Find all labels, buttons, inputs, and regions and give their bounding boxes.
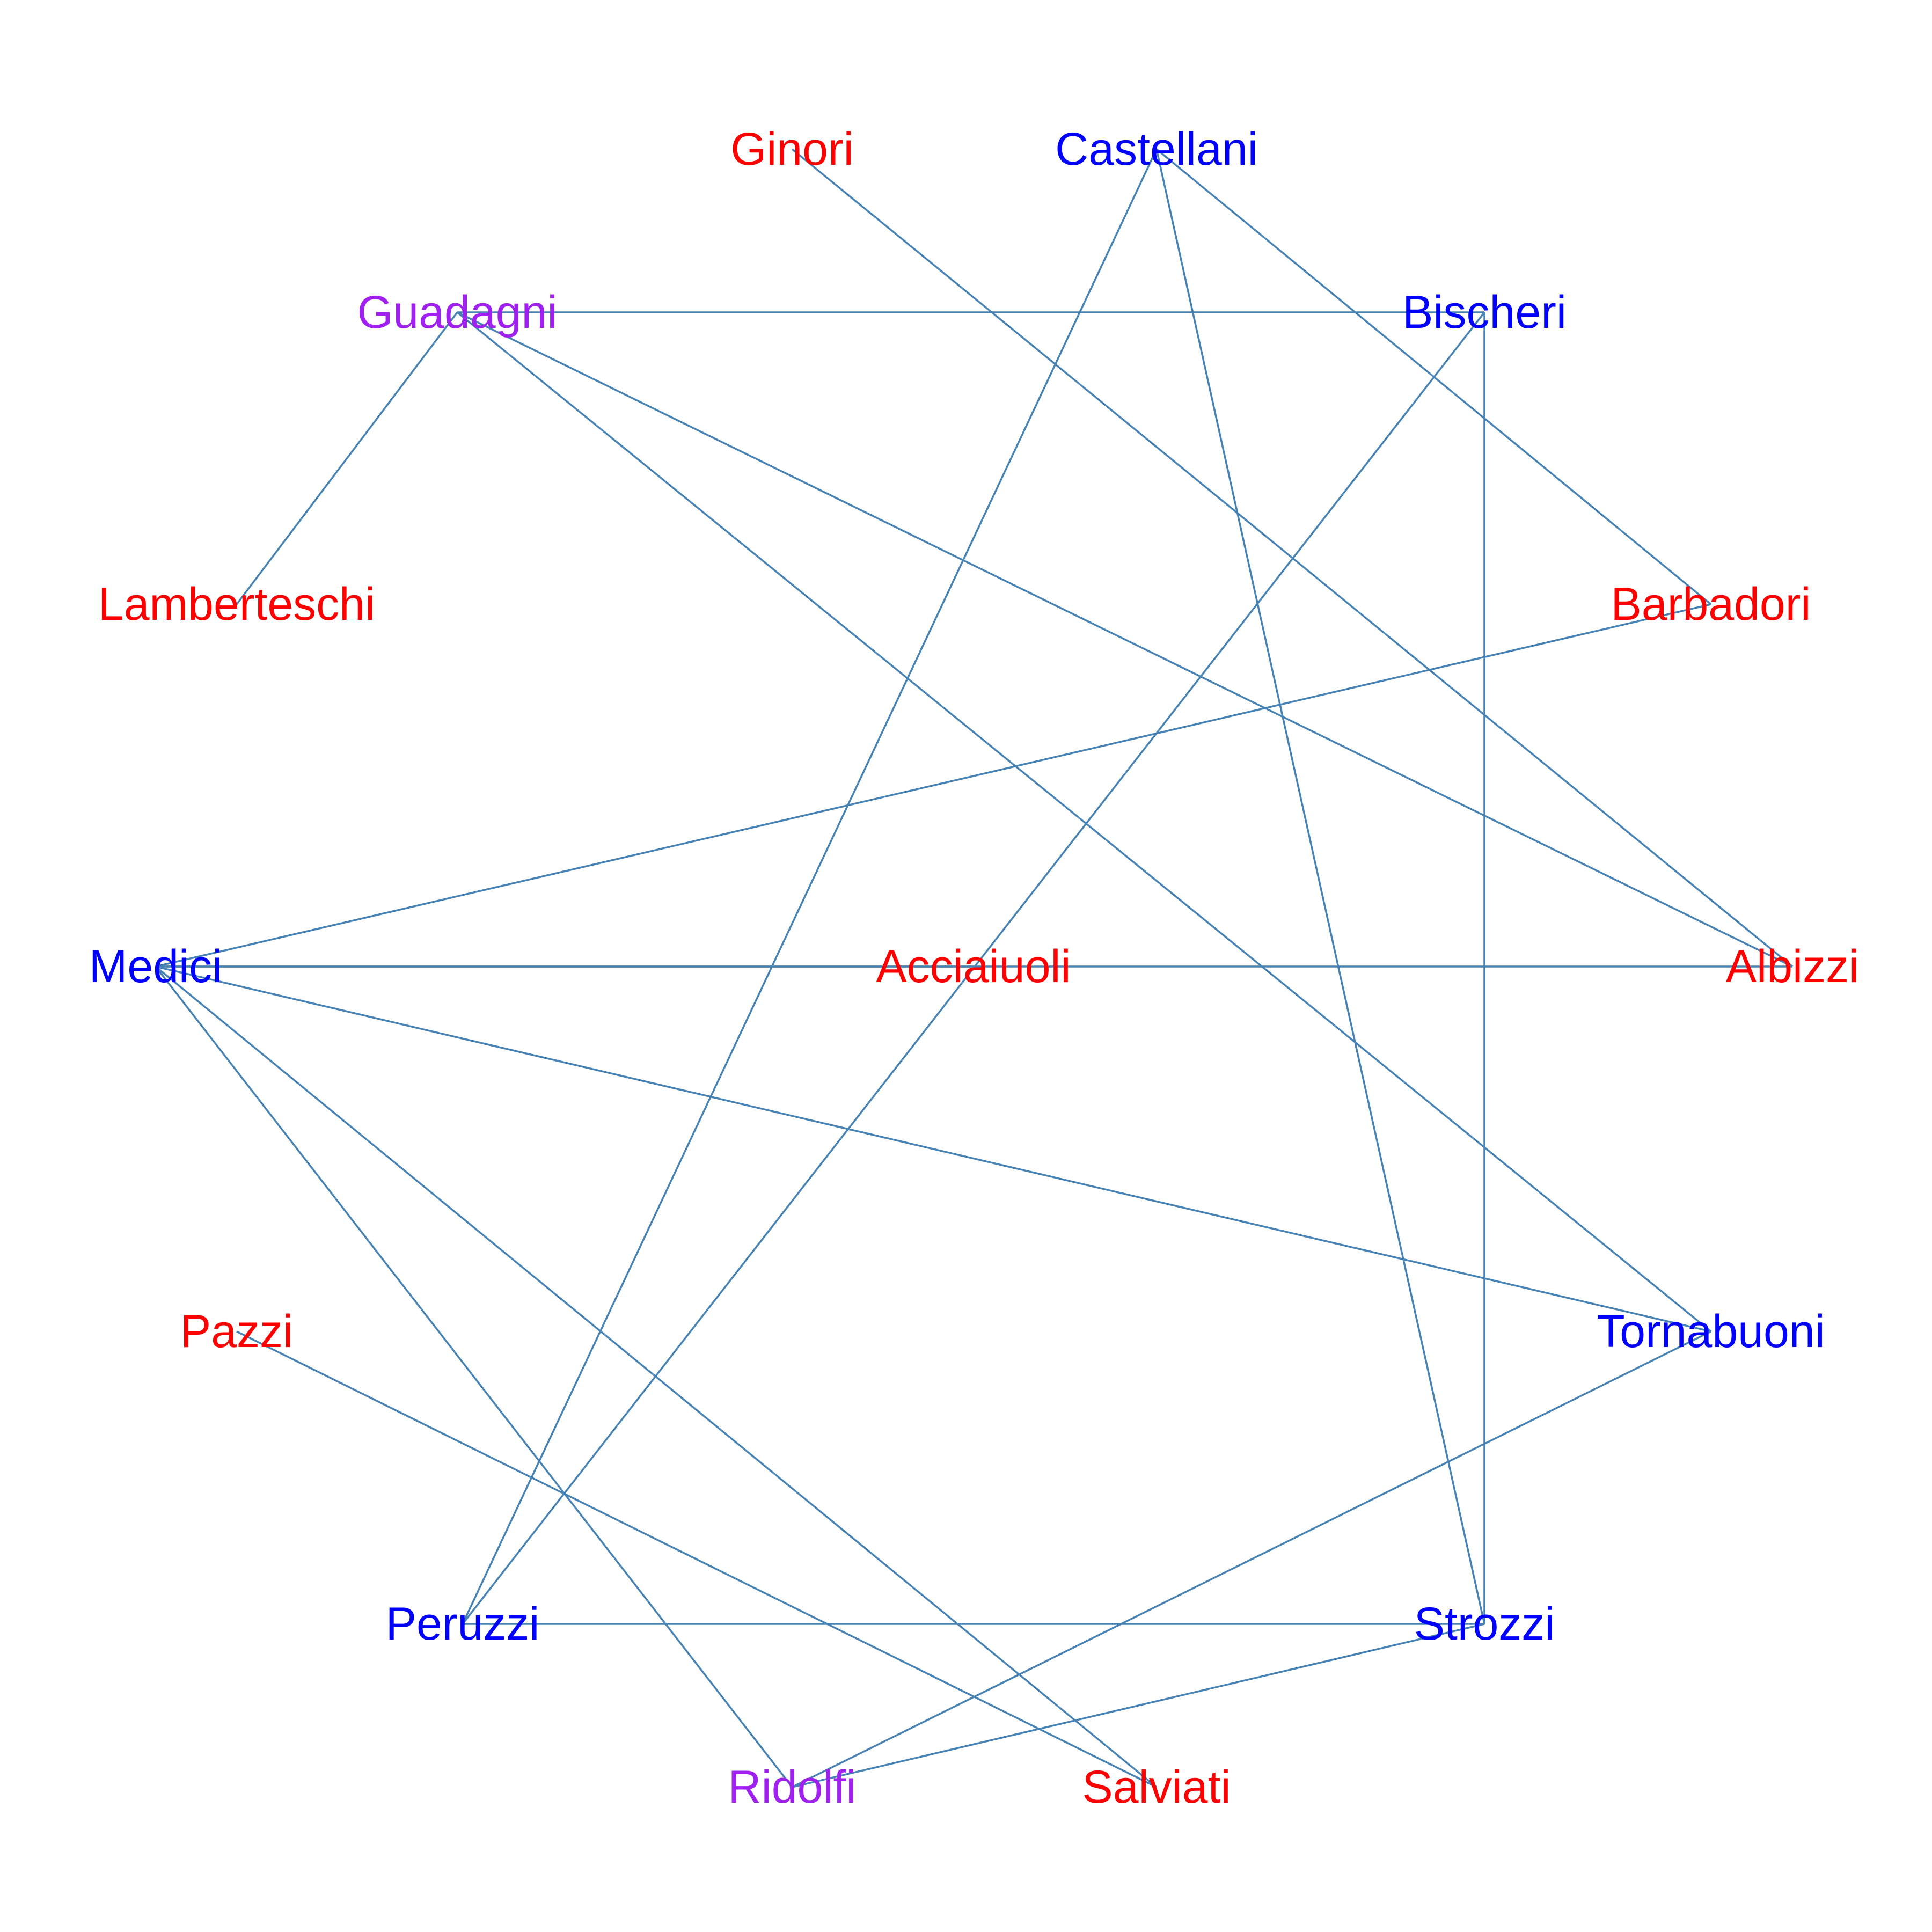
- edge-guadagni-lamberteschi: [236, 311, 458, 605]
- node-label-guadagni: Guadagni: [357, 287, 558, 338]
- node-label-ridolfi: Ridolfi: [728, 1761, 857, 1813]
- node-label-lamberteschi: Lamberteschi: [98, 579, 375, 630]
- edge-castellani-strozzi: [1155, 149, 1485, 1624]
- node-label-medici: Medici: [89, 941, 223, 992]
- node-label-acciaiuoli: Acciaiuoli: [876, 941, 1071, 992]
- edge-strozzi-ridolfi: [792, 1623, 1485, 1788]
- node-label-castellani: Castellani: [1055, 123, 1258, 175]
- edge-medici-tornabuoni: [155, 965, 1711, 1333]
- edges-layer: [155, 148, 1794, 1788]
- edge-bischeri-peruzzi: [462, 311, 1485, 1625]
- node-label-strozzi: Strozzi: [1414, 1598, 1555, 1650]
- node-label-tornabuoni: Tornabuoni: [1597, 1306, 1825, 1357]
- node-label-salviati: Salviati: [1082, 1761, 1231, 1813]
- node-label-bischeri: Bischeri: [1402, 287, 1567, 338]
- edge-pazzi-salviati: [236, 1330, 1157, 1788]
- node-label-pazzi: Pazzi: [180, 1306, 293, 1357]
- edge-medici-salviati: [155, 965, 1158, 1788]
- node-label-ginori: Ginori: [730, 123, 853, 175]
- edge-guadagni-albizzi: [457, 311, 1793, 968]
- node-label-peruzzi: Peruzzi: [386, 1598, 540, 1650]
- edge-medici-ridolfi: [155, 965, 793, 1788]
- edge-guadagni-tornabuoni: [456, 311, 1712, 1333]
- node-label-albizzi: Albizzi: [1726, 941, 1860, 992]
- edge-barbadori-medici: [155, 603, 1711, 968]
- edge-castellani-peruzzi: [462, 149, 1158, 1624]
- node-label-barbadori: Barbadori: [1611, 579, 1811, 630]
- edge-tornabuoni-ridolfi: [792, 1330, 1711, 1788]
